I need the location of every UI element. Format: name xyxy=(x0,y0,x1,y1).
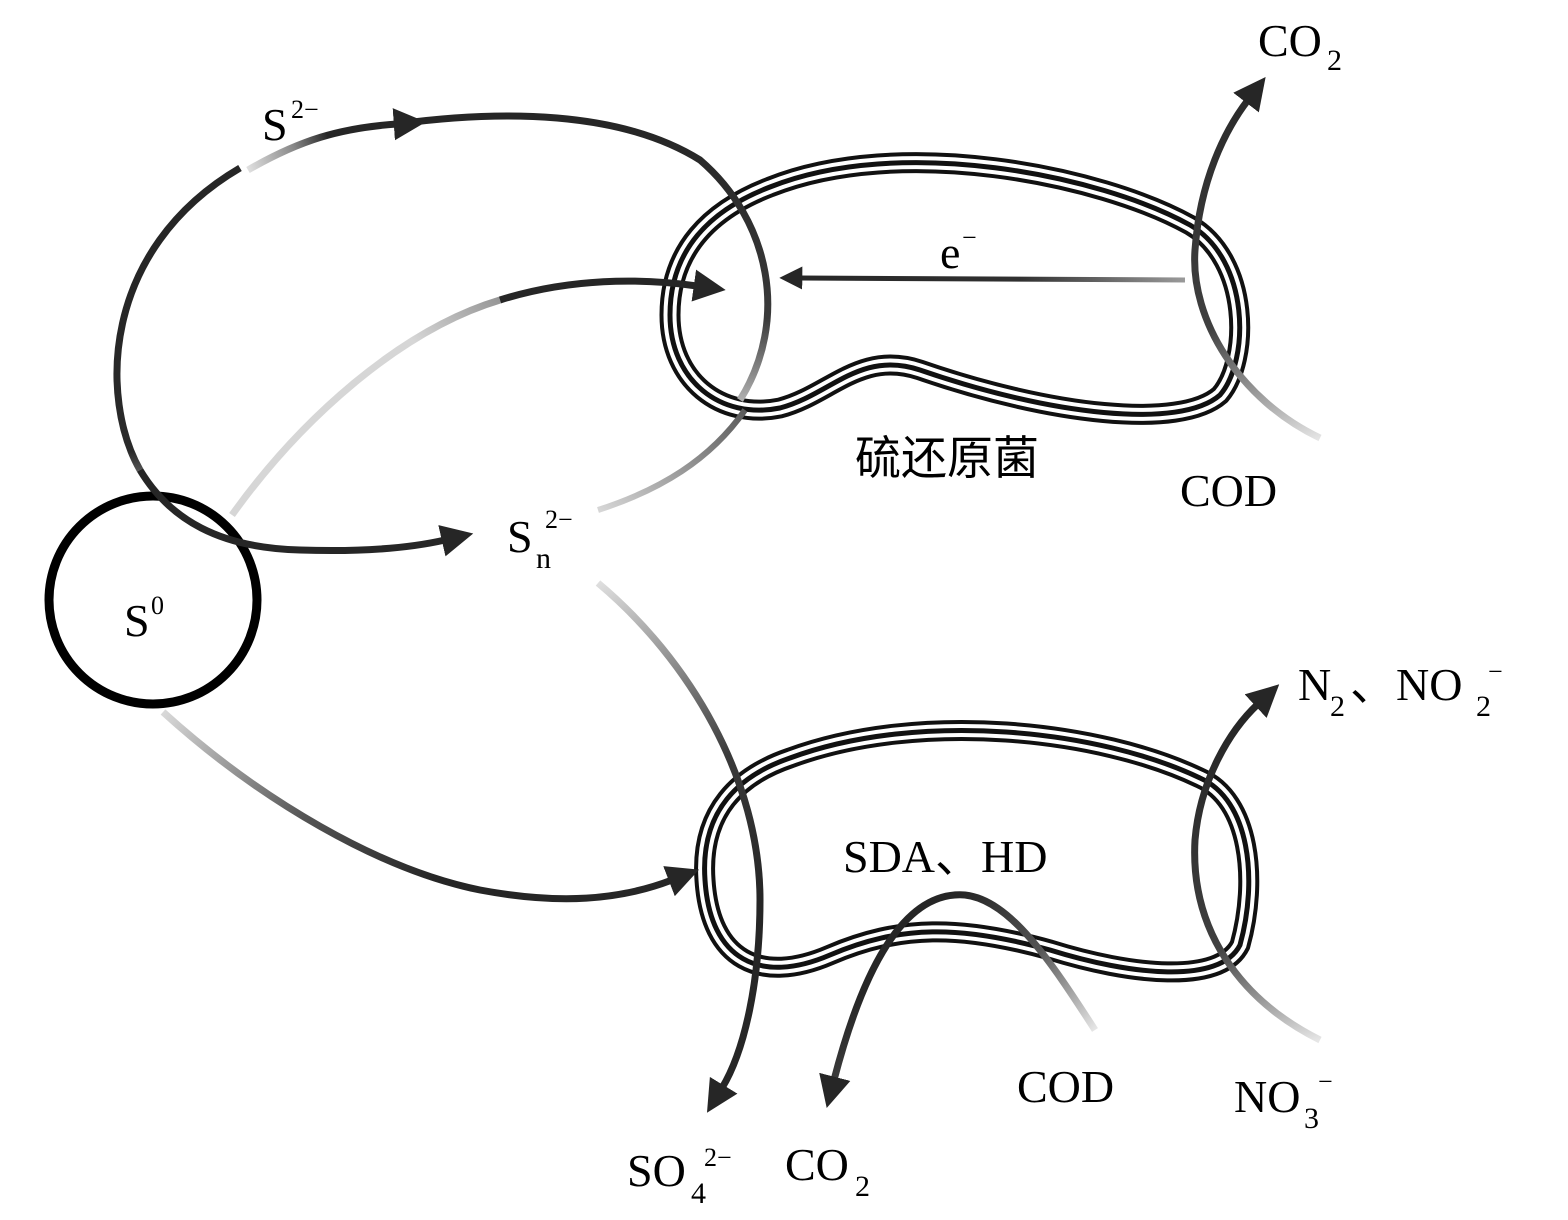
label-n2-base: N xyxy=(1298,659,1331,710)
label-no2-charge: − xyxy=(1488,657,1503,686)
bacterium-top-center-line xyxy=(667,160,1243,417)
label-so4-subscript: 4 xyxy=(691,1177,706,1210)
arrow-no3-to-n2 xyxy=(1191,684,1322,1044)
label-polysulfide-base: S xyxy=(507,511,533,562)
sulfate-reducing-bacterium xyxy=(659,152,1251,425)
arrow-sn-to-so4 xyxy=(595,580,764,1113)
label-sulfate-reducing-bacteria: 硫还原菌 xyxy=(855,433,1039,484)
label-s0: S 0 xyxy=(124,591,164,646)
label-sda-hd: SDA、HD xyxy=(843,831,1047,882)
label-no2-base: 、NO xyxy=(1350,659,1462,710)
label-polysulfide: S n 2− xyxy=(507,505,573,575)
label-so4-base: SO xyxy=(627,1145,686,1196)
arrow-cod-to-co2-bottom xyxy=(819,891,1098,1109)
label-bottom-co2-subscript: 2 xyxy=(855,1170,870,1203)
label-electron-base: e xyxy=(940,227,960,278)
label-bottom-co2: CO 2 xyxy=(785,1139,870,1203)
arrow-cod-to-co2-top xyxy=(1191,76,1322,442)
label-no3-base: NO xyxy=(1234,1071,1300,1122)
label-n2-no2: N 2 、NO 2 − xyxy=(1298,657,1503,723)
label-s2-minus-base: S xyxy=(262,99,288,150)
label-s2-minus-charge: 2− xyxy=(291,95,319,124)
label-no3-charge: − xyxy=(1318,1067,1333,1096)
label-bottom-co2-base: CO xyxy=(785,1139,849,1190)
label-no3-subscript: 3 xyxy=(1304,1102,1319,1135)
label-electron: e − xyxy=(940,223,977,278)
label-no2-subscript: 2 xyxy=(1476,690,1491,723)
label-top-co2-subscript: 2 xyxy=(1327,44,1342,77)
arrow-electron-transfer xyxy=(779,266,1186,290)
arrow-left-loop-lower xyxy=(136,468,474,557)
arrow-to-s2-minus xyxy=(246,108,426,174)
arrow-s0-to-bacterium-bottom xyxy=(160,709,700,903)
label-top-cod: COD xyxy=(1180,465,1277,516)
label-polysulfide-charge: 2− xyxy=(545,505,573,534)
label-top-co2-base: CO xyxy=(1258,15,1322,66)
arrow-s0-to-bacterium-top-head xyxy=(498,269,726,304)
label-s2-minus: S 2− xyxy=(262,95,319,150)
label-polysulfide-subscript: n xyxy=(536,542,551,575)
bacterium-bottom-center-line xyxy=(702,728,1252,975)
label-n2-subscript: 2 xyxy=(1330,690,1345,723)
label-so4: SO 4 2− xyxy=(627,1143,732,1210)
arrow-s0-to-bacterium-top xyxy=(229,296,502,518)
label-top-co2: CO 2 xyxy=(1258,15,1342,77)
arrow-left-loop-to-sn xyxy=(113,164,242,472)
arrow-sn-to-bacterium-faint xyxy=(597,408,748,513)
label-s0-superscript: 0 xyxy=(151,591,164,620)
elemental-sulfur-particle xyxy=(44,491,262,709)
label-bottom-cod: COD xyxy=(1017,1061,1114,1112)
label-no3: NO 3 − xyxy=(1234,1067,1333,1135)
label-s0-base: S xyxy=(124,595,150,646)
label-electron-charge: − xyxy=(962,223,977,252)
sda-hd-bacterium xyxy=(694,720,1260,983)
arrow-sulfide-release-loop xyxy=(396,112,772,402)
label-so4-charge: 2− xyxy=(704,1143,732,1172)
